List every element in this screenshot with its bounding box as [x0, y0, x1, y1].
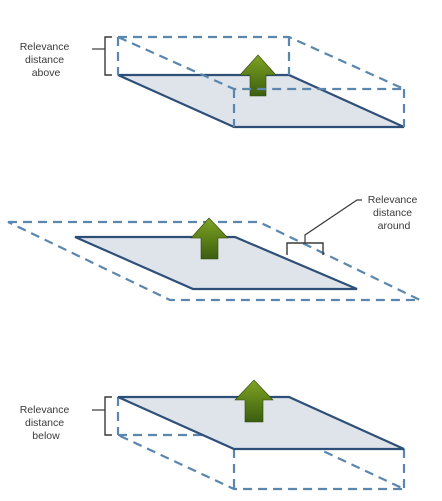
up-arrow-icon — [234, 379, 274, 423]
label-line: Relevance — [20, 404, 70, 416]
label-line: distance — [25, 417, 64, 429]
label-distance-below: Relevance distance below — [20, 404, 73, 442]
dashed-outer-plane-around — [7, 220, 421, 302]
plane-below — [117, 395, 405, 451]
label-distance-above: Relevance distance above — [20, 41, 73, 79]
label-line: distance — [25, 54, 64, 66]
bracket-below — [104, 396, 112, 436]
panel-distance-below: Relevance distance below — [20, 379, 406, 491]
label-distance-around: Relevance distance around — [368, 194, 421, 232]
label-line: around — [378, 220, 411, 232]
up-arrow-icon — [239, 54, 277, 97]
bracket-above — [104, 36, 112, 76]
label-line: below — [32, 430, 60, 442]
label-line: Relevance — [368, 194, 418, 206]
dashed-top-plane-above — [117, 35, 405, 91]
label-line: Relevance — [20, 41, 70, 53]
plane-around — [74, 235, 358, 291]
panel-distance-around: Relevance distance around — [7, 194, 421, 302]
up-arrow-icon — [190, 217, 229, 260]
leader-line — [304, 199, 362, 243]
panel-distance-above: Relevance distance above — [20, 35, 406, 129]
label-line: distance — [373, 207, 412, 219]
label-line: above — [32, 67, 61, 79]
